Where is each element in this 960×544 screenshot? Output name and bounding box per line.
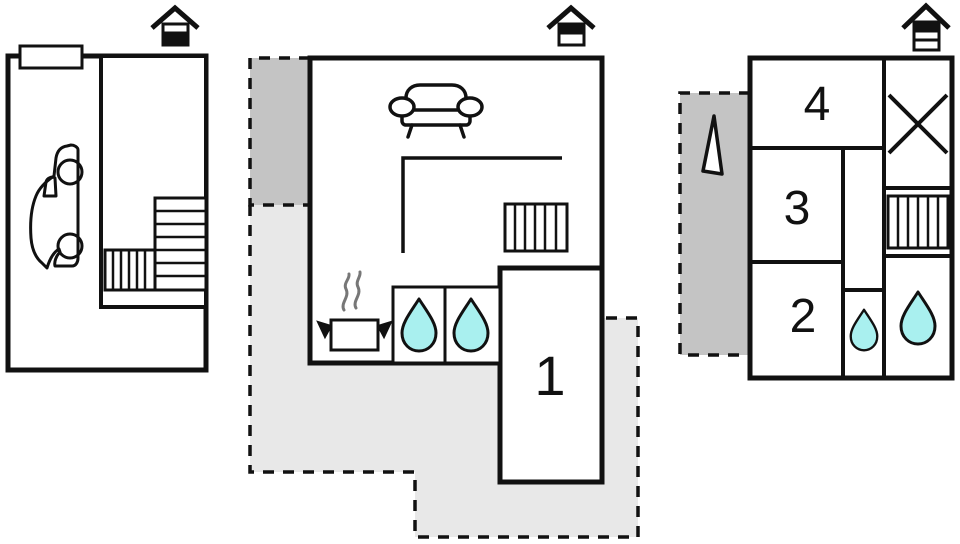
- sofa-icon: [388, 83, 484, 139]
- house-level-icon-lower: [150, 4, 200, 47]
- staircase: [103, 196, 208, 292]
- room-2-number: 2: [790, 290, 817, 343]
- terrace-upper-outline: [248, 56, 310, 207]
- ground-floor-outer-wall: [307, 55, 605, 485]
- garage-door: [18, 44, 84, 70]
- level-basement-group: [5, 4, 209, 373]
- car-icon: [29, 143, 84, 270]
- level-ground-group: 1: [248, 4, 640, 539]
- staircase: [886, 194, 950, 250]
- balcony-triangle-icon: [701, 114, 724, 176]
- living-area-partition: [401, 156, 562, 253]
- level-upper-group: 4 3 2: [678, 2, 955, 381]
- room-1-number: 1: [534, 344, 565, 407]
- house-level-icon-ground: [546, 4, 596, 47]
- house-level-icon-upper: [901, 2, 951, 52]
- staircase: [503, 202, 569, 253]
- room-1-partition-wall: [497, 265, 602, 482]
- void-marker-x: [887, 93, 949, 155]
- terrace-lower-outline: [248, 205, 640, 539]
- cooking-pot-icon: [316, 270, 393, 352]
- room-4-number: 4: [804, 78, 831, 131]
- room-3-number: 3: [784, 182, 811, 235]
- terrace-upper: [250, 58, 310, 205]
- terrace-balcony-outline: [678, 91, 750, 357]
